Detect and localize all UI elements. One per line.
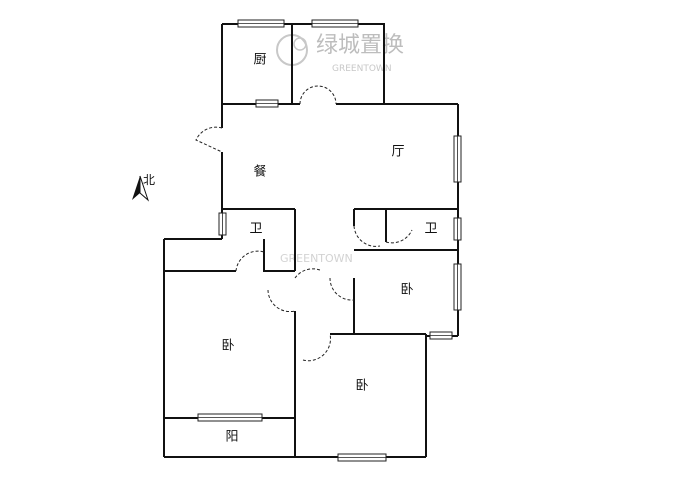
- left-bath-door: [235, 250, 265, 272]
- window-bottom-bedroom: [337, 453, 387, 462]
- watermark: 绿城置换 GREENTOWN GREENTOWN: [276, 33, 404, 265]
- window-right-bedroom-bottom: [429, 331, 453, 340]
- room-label-bedroom-right: 卧: [400, 283, 413, 298]
- dining-side-door: [195, 126, 223, 153]
- window-top-room: [311, 19, 359, 28]
- room-label-bedroom-bottom: 卧: [355, 379, 368, 394]
- right-bedroom-door: [329, 277, 355, 301]
- room-label-kitchen: 厨: [253, 53, 266, 68]
- window-living-right: [453, 135, 462, 183]
- bottom-bedroom-door: [302, 333, 331, 362]
- room-label-bedroom-left: 卧: [221, 339, 234, 354]
- right-bath-door: [385, 229, 413, 244]
- room-label-living: 厅: [391, 145, 404, 160]
- doors: [195, 85, 413, 362]
- right-bath-door-left: [353, 225, 381, 247]
- room-label-balcony: 阳: [225, 430, 238, 445]
- window-dining-left: [218, 212, 227, 236]
- window-right-bedroom: [453, 263, 462, 311]
- north-arrow-icon: [132, 175, 150, 202]
- window-kitchen-top: [237, 19, 285, 28]
- watermark-brand-cn: 绿城置换: [316, 33, 404, 58]
- watermark-faint-center: GREENTOWN: [280, 252, 353, 265]
- room-label-bath-left: 卫: [249, 222, 262, 237]
- room-label-dining: 餐: [253, 164, 266, 180]
- watermark-brand-en: GREENTOWN: [332, 64, 392, 74]
- north-compass: 北: [132, 173, 155, 202]
- corridor-door: [294, 268, 321, 279]
- window-right-bath: [453, 217, 462, 241]
- north-label: 北: [143, 173, 155, 187]
- room-labels: 厨 餐 厅 卫 卫 卧 卧 卧 阳: [221, 53, 437, 445]
- left-bedroom-door: [267, 289, 296, 313]
- walls: [163, 23, 459, 458]
- window-balcony: [197, 413, 263, 422]
- windows: [197, 19, 462, 462]
- kitchen-door: [299, 85, 337, 105]
- room-label-bath-right: 卫: [424, 222, 437, 237]
- window-kitchen-bottom: [255, 99, 279, 108]
